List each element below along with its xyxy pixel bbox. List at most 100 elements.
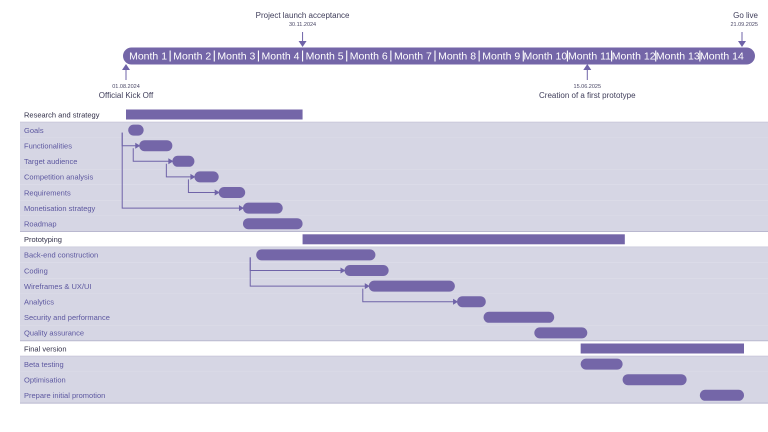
task-row-band <box>20 215 768 232</box>
task-bar-competition-analysis <box>194 171 219 183</box>
month-header-pill <box>123 47 755 65</box>
dependency-arrow <box>238 205 244 212</box>
month-label: Month 2 <box>173 51 211 63</box>
task-label: Prepare initial promotion <box>24 391 105 400</box>
dependency-line <box>362 288 455 303</box>
milestones: Project launch acceptance 30.11.2024 Go li… <box>99 11 759 100</box>
milestone-arrow-up <box>122 64 130 70</box>
milestone-date: 15.06.2025 <box>574 84 602 90</box>
dependency-arrow <box>340 267 346 274</box>
milestone-date: 30.11.2024 <box>289 22 316 28</box>
milestone-date: 21.09.2025 <box>730 22 758 28</box>
month-label: Month 10 <box>523 51 567 63</box>
phase-label: Research and strategy <box>24 110 100 119</box>
dependency-connectors <box>121 132 459 305</box>
month-label: Month 9 <box>482 51 520 63</box>
phase-label: Final version <box>24 344 67 353</box>
dependency-arrow <box>214 189 220 196</box>
milestone-title: Official Kick Off <box>99 91 154 100</box>
task-row-band <box>20 184 768 201</box>
task-label: Back-end construction <box>24 251 98 260</box>
task-bar-back-end-construction <box>256 249 376 261</box>
task-label: Roadmap <box>24 220 57 229</box>
phase-bar-prototyping <box>302 234 625 245</box>
task-label: Beta testing <box>24 360 64 369</box>
task-row-band <box>20 309 768 326</box>
task-bar-target-audience <box>172 155 195 167</box>
task-bar-coding <box>344 265 389 276</box>
task-row-band <box>20 169 768 185</box>
task-bar-roadmap <box>242 218 303 230</box>
month-label: Month 7 <box>394 51 432 63</box>
task-row-band <box>20 371 768 388</box>
task-label: Wireframes & UX/UI <box>24 282 92 291</box>
phase-label: Prototyping <box>24 235 62 244</box>
month-label: Month 6 <box>350 51 388 63</box>
task-bars <box>126 109 744 401</box>
dependency-arrow <box>364 283 370 290</box>
task-row-band <box>20 356 768 372</box>
task-label: Functionalities <box>24 142 72 151</box>
month-label: Month 13 <box>656 51 700 63</box>
task-row-band <box>20 122 768 138</box>
dependency-line <box>121 132 137 147</box>
task-row-band <box>20 387 768 404</box>
milestone-arrow-up <box>583 64 592 70</box>
dependency-line <box>121 132 240 209</box>
task-bar-requirements <box>218 187 246 198</box>
task-bar-quality-assurance <box>534 327 588 339</box>
month-label: Month 1 <box>129 51 167 63</box>
task-bar-beta-testing <box>580 358 623 370</box>
task-label: Target audience <box>24 157 77 166</box>
task-row-band <box>20 137 768 154</box>
dependency-line <box>249 257 366 287</box>
task-row-band <box>20 262 768 279</box>
task-label: Quality assurance <box>24 329 84 338</box>
task-label: Analytics <box>24 298 54 307</box>
month-label: Month 11 <box>568 51 611 63</box>
task-row-band <box>20 247 768 263</box>
task-label: Monetisation strategy <box>24 204 96 213</box>
dependency-arrow <box>168 158 174 165</box>
task-label: Goals <box>24 126 44 135</box>
row-bands <box>20 121 768 404</box>
month-label: Month 12 <box>612 51 656 63</box>
month-label: Month 8 <box>438 51 476 63</box>
dependency-line <box>165 163 192 178</box>
task-label: Optimisation <box>24 376 66 385</box>
task-row-band <box>20 325 768 341</box>
task-bar-prepare-initial-promotion <box>699 389 744 401</box>
month-label: Month 5 <box>306 51 344 63</box>
task-bar-monetisation-strategy <box>242 202 283 214</box>
dependency-line <box>187 179 216 193</box>
task-label: Security and performance <box>24 313 110 322</box>
dependency-arrow <box>190 173 196 180</box>
month-label: Month 3 <box>217 51 255 63</box>
task-bar-optimisation <box>622 374 687 386</box>
milestone-date: 01.08.2024 <box>112 84 140 90</box>
task-label: Coding <box>24 266 48 275</box>
task-bar-goals <box>128 124 144 136</box>
task-bar-security-and-performance <box>483 311 555 323</box>
milestone-title: Project launch acceptance <box>256 11 350 20</box>
phase-bar-research-and-strategy <box>126 109 303 120</box>
dependency-arrow <box>453 298 459 305</box>
month-timeline: Month 1 Month 2 Month 3 Month 4 Month 5 Month… <box>123 47 755 65</box>
phase-bar-final-version <box>580 343 744 354</box>
task-row-band <box>20 153 768 170</box>
milestone-title: Go live <box>733 11 758 20</box>
task-bar-wireframes-ux-ui <box>368 280 455 292</box>
task-label: Requirements <box>24 188 71 197</box>
task-bar-functionalities <box>139 140 173 152</box>
month-label: Month 4 <box>262 51 300 63</box>
row-labels: Research and strategyGoalsFunctionalitie… <box>24 110 110 400</box>
dependency-line <box>132 148 170 162</box>
dependency-arrow <box>135 142 141 149</box>
task-row-band <box>20 200 768 216</box>
task-label: Competition analysis <box>24 173 93 182</box>
milestone-title: Creation of a first prototype <box>539 91 636 100</box>
milestone-arrow-down <box>298 41 307 47</box>
month-label: Month 14 <box>700 51 744 63</box>
milestone-arrow-down <box>738 41 746 47</box>
